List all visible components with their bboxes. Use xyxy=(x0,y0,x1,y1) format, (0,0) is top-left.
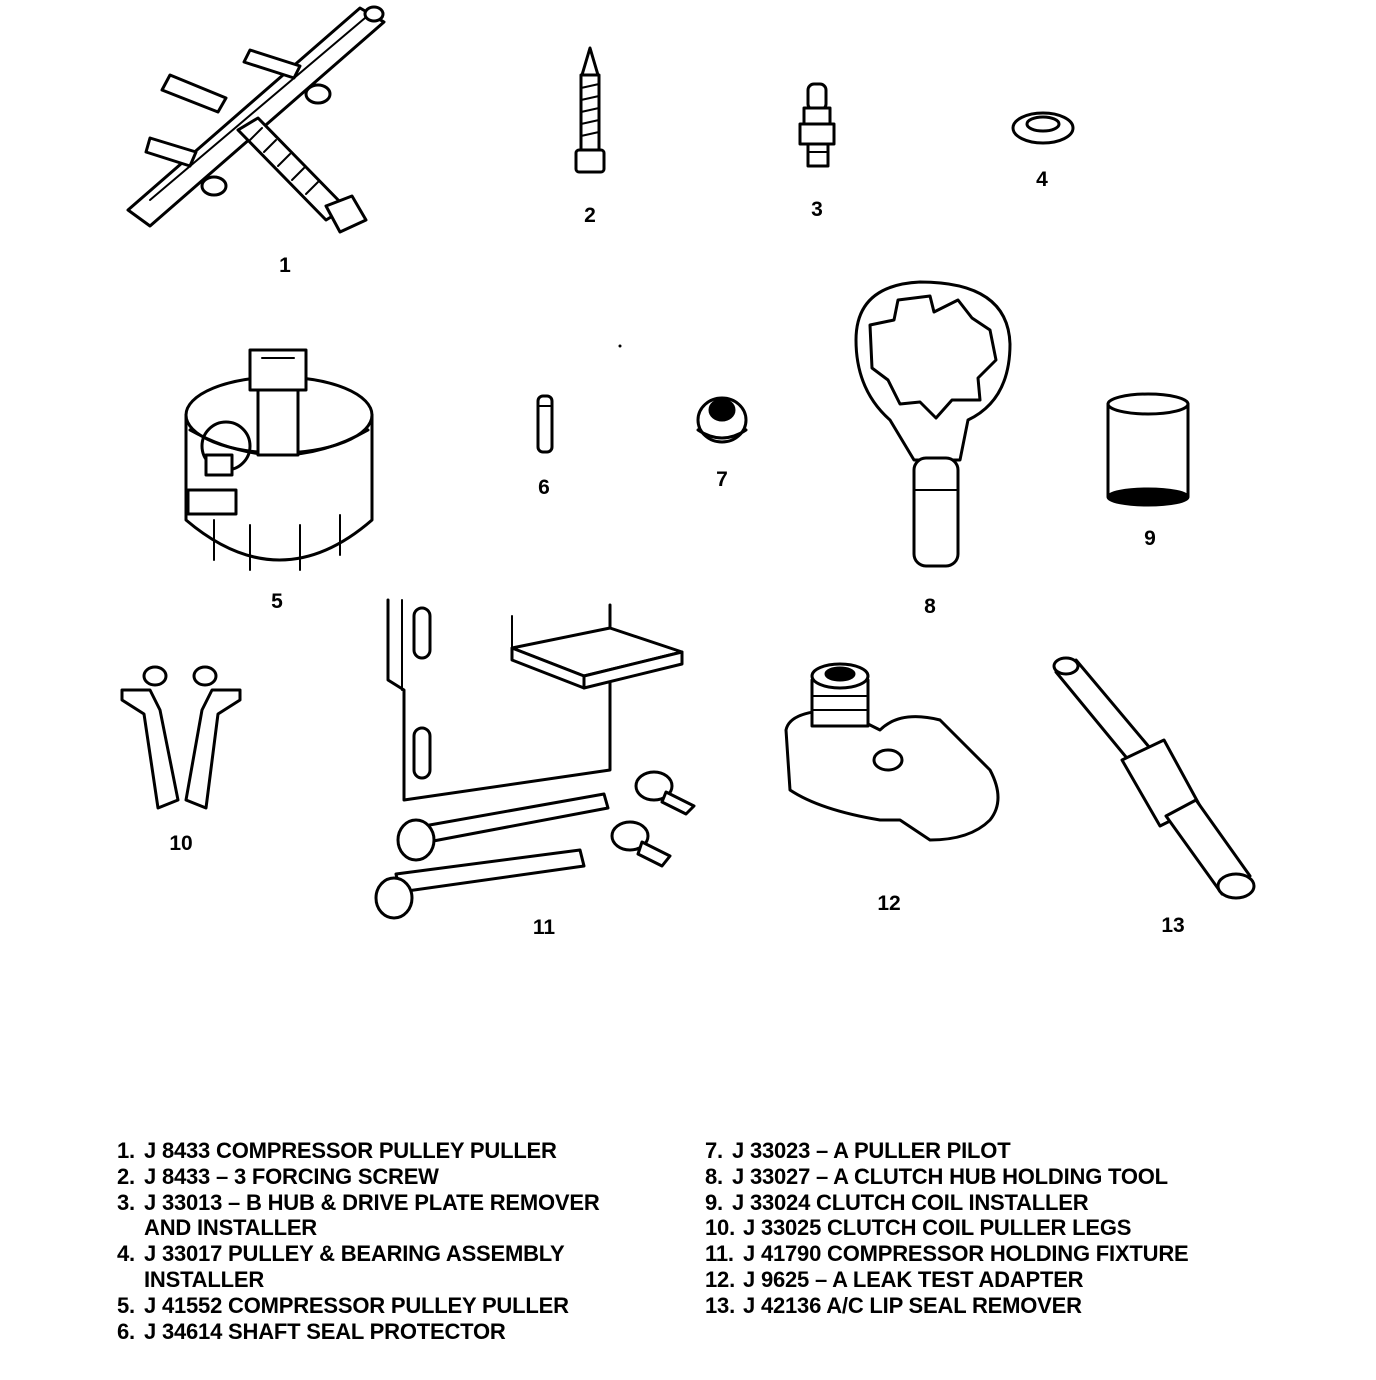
legend-item: 13.J 42136 A/C LIP SEAL REMOVER xyxy=(705,1292,1082,1318)
callout-5: 5 xyxy=(271,590,283,613)
legend-item: 5.J 41552 COMPRESSOR PULLEY PULLER xyxy=(117,1292,569,1318)
callout-7: 7 xyxy=(716,468,728,491)
tool-13-lip-seal-remover xyxy=(1052,656,1256,900)
callout-2: 2 xyxy=(584,204,596,227)
legend-right-column: 7.J 33023 – A PULLER PILOT 8.J 33027 – A… xyxy=(705,1138,1189,1319)
legend-item: 7.J 33023 – A PULLER PILOT xyxy=(705,1138,1011,1163)
legend-item: 8.J 33027 – A CLUTCH HUB HOLDING TOOL xyxy=(705,1163,1168,1189)
legend-item-continuation: AND INSTALLER xyxy=(144,1215,317,1241)
callout-10: 10 xyxy=(169,832,193,855)
tool-5-cup-pulley-puller xyxy=(184,348,374,571)
tool-7-puller-pilot xyxy=(696,396,748,444)
legend-item: 10.J 33025 CLUTCH COIL PULLER LEGS xyxy=(705,1215,1132,1241)
callout-3: 3 xyxy=(811,198,823,221)
tool-6-shaft-seal-protector xyxy=(536,394,554,454)
tool-4-pulley-bearing-installer xyxy=(1011,111,1075,145)
legend-item: 3.J 33013 – B HUB & DRIVE PLATE REMOVER xyxy=(117,1189,600,1215)
legend-item: 1.J 8433 COMPRESSOR PULLEY PULLER xyxy=(117,1138,557,1163)
tool-11-compressor-holding-fixture xyxy=(374,598,696,920)
tool-10-clutch-coil-puller-legs xyxy=(120,665,242,810)
callout-4: 4 xyxy=(1036,168,1048,191)
tool-9-clutch-coil-installer xyxy=(1106,392,1190,507)
callout-8: 8 xyxy=(924,595,936,618)
legend-item-continuation: INSTALLER xyxy=(144,1266,265,1292)
legend-left-column: 1.J 8433 COMPRESSOR PULLEY PULLER 2.J 84… xyxy=(117,1138,600,1344)
legend-item: 6.J 34614 SHAFT SEAL PROTECTOR xyxy=(117,1318,506,1344)
legend-item: 9.J 33024 CLUTCH COIL INSTALLER xyxy=(705,1189,1089,1215)
legend-item: 11.J 41790 COMPRESSOR HOLDING FIXTURE xyxy=(705,1241,1189,1267)
tool-1-compressor-pulley-puller xyxy=(126,5,386,234)
callout-9: 9 xyxy=(1144,527,1156,550)
tool-12-leak-test-adapter xyxy=(784,662,1000,842)
callout-6: 6 xyxy=(538,476,550,499)
legend-item: 2.J 8433 – 3 FORCING SCREW xyxy=(117,1163,439,1189)
callout-11: 11 xyxy=(532,916,556,939)
tool-3-hub-drive-plate-remover xyxy=(798,82,836,168)
tool-8-clutch-hub-holding-tool xyxy=(854,280,1012,568)
legend-item: 4.J 33017 PULLEY & BEARING ASSEMBLY xyxy=(117,1241,565,1267)
callout-13: 13 xyxy=(1161,914,1185,937)
legend-item: 12.J 9625 – A LEAK TEST ADAPTER xyxy=(705,1266,1084,1292)
callout-12: 12 xyxy=(877,892,901,915)
stray-dot xyxy=(618,344,622,348)
tool-2-forcing-screw xyxy=(574,46,606,174)
callout-1: 1 xyxy=(279,254,291,277)
